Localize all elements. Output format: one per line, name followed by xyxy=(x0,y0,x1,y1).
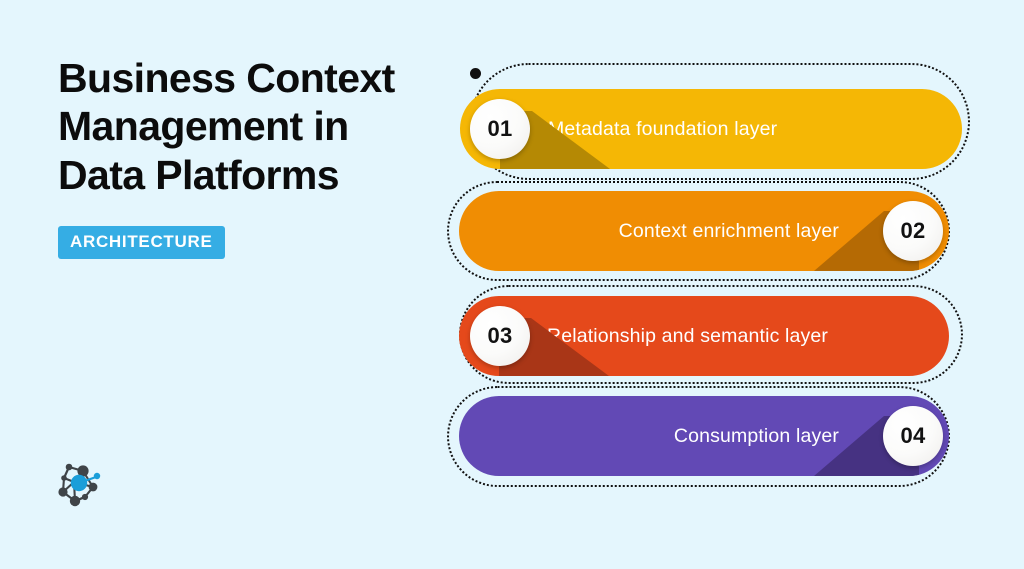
layer-bar-03[interactable]: Relationship and semantic layer xyxy=(459,296,949,376)
layer-bar-04[interactable]: Consumption layer xyxy=(459,396,949,476)
layer-label-02: Context enrichment layer xyxy=(618,219,839,242)
outline-start-dot xyxy=(470,68,481,79)
layer-label-04: Consumption layer xyxy=(673,424,839,447)
layer-number-04[interactable]: 04 xyxy=(883,406,943,466)
layer-bar-02[interactable]: Context enrichment layer xyxy=(459,191,949,271)
badge-shadow-04 xyxy=(814,416,919,476)
layer-label-01: Metadata foundation layer xyxy=(548,117,778,140)
layer-number-01[interactable]: 01 xyxy=(470,99,530,159)
dotted-outline-04 xyxy=(447,386,950,487)
dotted-outline-02 xyxy=(447,181,950,281)
layer-number-02[interactable]: 02 xyxy=(883,201,943,261)
kicker-wrap: ARCHITECTURE xyxy=(58,226,448,260)
title-line-1: Business Context xyxy=(58,55,395,101)
layer-label-03: Relationship and semantic layer xyxy=(547,324,829,347)
network-node-logo xyxy=(52,456,110,514)
badge-shadow-01 xyxy=(500,111,610,169)
category-badge: ARCHITECTURE xyxy=(58,226,225,260)
title-line-3: Data Platforms xyxy=(58,151,340,198)
badge-shadow-02 xyxy=(814,211,919,271)
layer-bar-01[interactable]: Metadata foundation layer xyxy=(460,89,962,169)
title-line-2: Management in xyxy=(58,103,349,150)
layer-number-03[interactable]: 03 xyxy=(470,306,530,366)
badge-shadow-03 xyxy=(499,318,609,376)
